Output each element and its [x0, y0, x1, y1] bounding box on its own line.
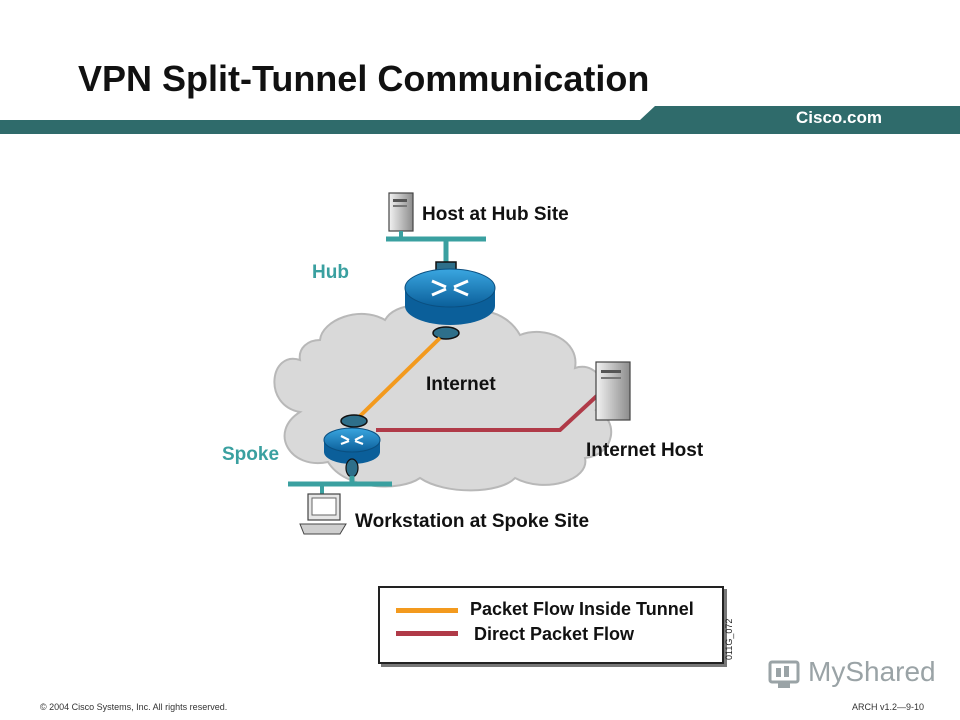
slide-title: VPN Split-Tunnel Communication — [78, 58, 650, 99]
hub-router-icon — [404, 268, 496, 325]
spoke-label: Spoke — [222, 444, 280, 465]
watermark-text: MyShared — [808, 656, 936, 687]
header-band — [0, 106, 960, 134]
legend-tunnel-label: Packet Flow Inside Tunnel — [470, 599, 694, 619]
footer-copyright: © 2004 Cisco Systems, Inc. All rights re… — [40, 702, 228, 712]
internet-host-server-icon — [595, 361, 631, 421]
footer-course-code: ARCH v1.2—9-10 — [852, 702, 925, 712]
legend-tunnel-swatch — [396, 608, 458, 613]
hub-host-server-icon — [388, 192, 414, 232]
workstation-icon — [299, 493, 347, 535]
internet-label: Internet — [426, 374, 496, 395]
host-hub-label: Host at Hub Site — [422, 204, 569, 225]
workstation-label: Workstation at Spoke Site — [355, 511, 590, 532]
myshared-logo-icon — [768, 660, 800, 688]
legend-box: Packet Flow Inside Tunnel Direct Packet … — [378, 586, 724, 664]
legend-direct-label: Direct Packet Flow — [474, 624, 635, 644]
internet-host-label: Internet Host — [586, 440, 704, 461]
direct-path — [376, 391, 602, 432]
figure-code: 011G_072 — [724, 618, 734, 660]
hub-label: Hub — [312, 262, 349, 283]
spoke-router-icon — [323, 427, 381, 464]
cisco-logo-text: Cisco.com — [796, 108, 882, 127]
tunnel-path — [356, 336, 442, 420]
legend-direct-swatch — [396, 631, 458, 636]
